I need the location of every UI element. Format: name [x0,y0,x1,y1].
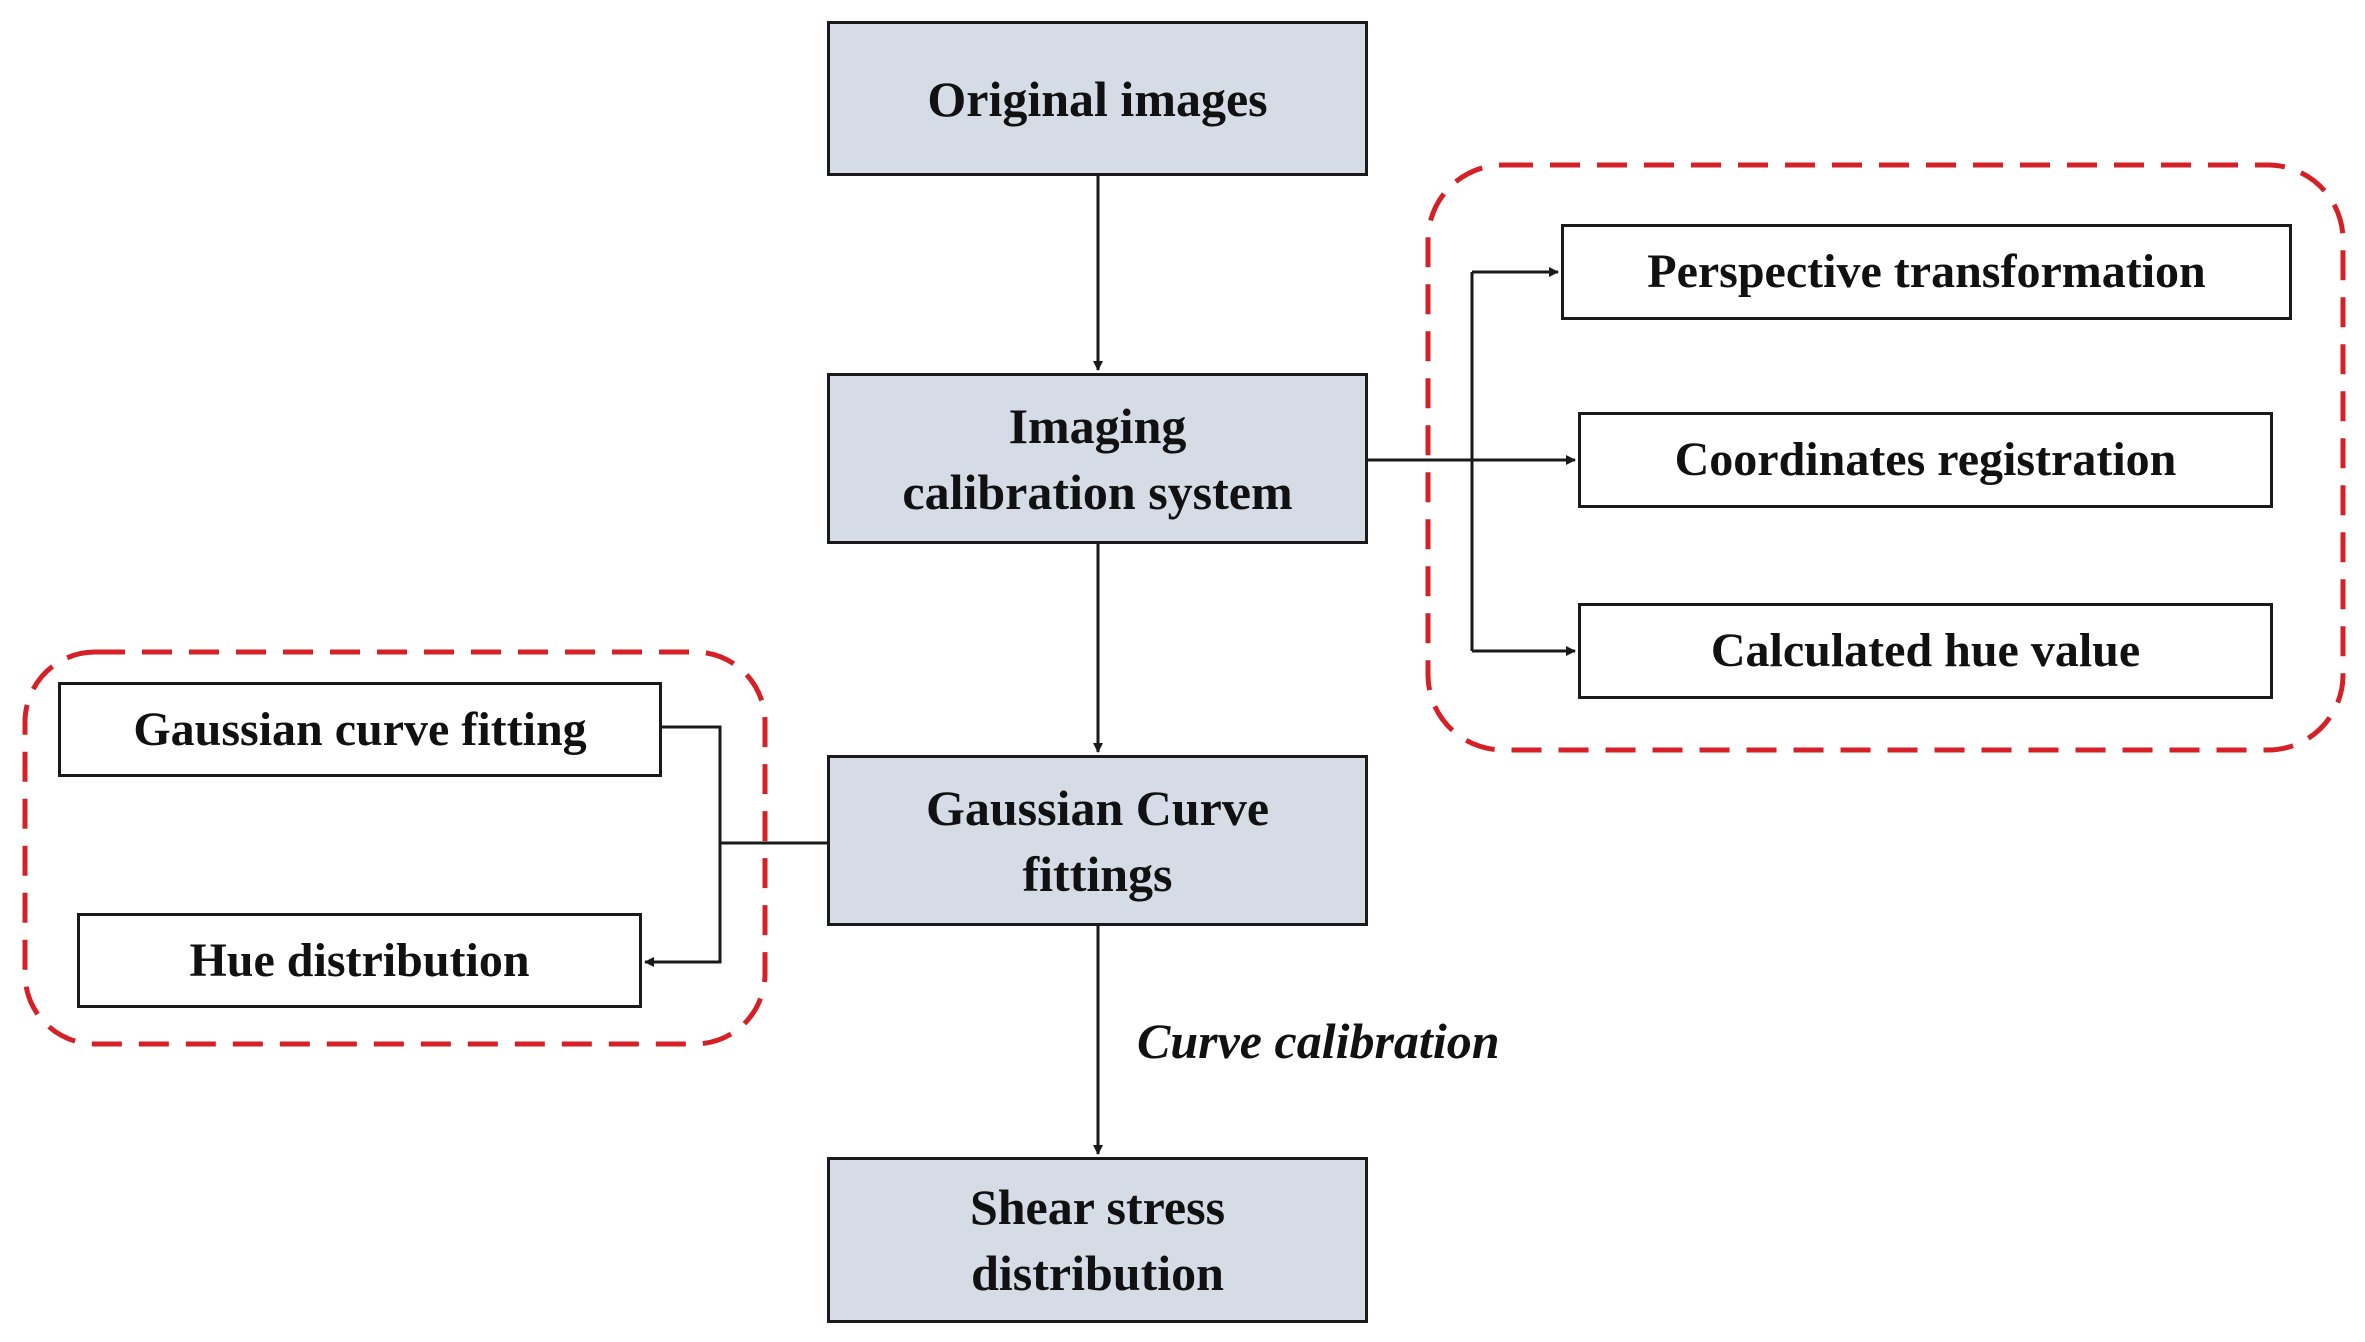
curve-calibration-label: Curve calibration [1137,1013,1500,1069]
calculated-hue-value-label: Calculated hue value [1710,624,2141,678]
left-branch-path [644,725,722,967]
perspective-transformation-box: Perspective transformation [1561,224,2292,320]
imaging-calibration-box: Imaging calibration system [827,373,1368,544]
hue-distribution-label: Hue distribution [189,933,530,987]
hue-distribution-box: Hue distribution [77,913,642,1008]
calculated-hue-value-box: Calculated hue value [1578,603,2273,699]
coordinates-registration-box: Coordinates registration [1578,412,2273,508]
left-group-outline [22,649,768,1047]
gaussian-curve-fittings-label: Gaussian Curve fittings [925,779,1270,902]
shear-stress-box: Shear stress distribution [827,1157,1368,1323]
original-images-box: Original images [827,21,1368,176]
gaussian-curve-fittings-box: Gaussian Curve fittings [827,755,1368,926]
imaging-calibration-label: Imaging calibration system [902,397,1293,520]
coordinates-registration-label: Coordinates registration [1674,433,2177,487]
gaussian-curve-fitting-box: Gaussian curve fitting [58,682,662,777]
perspective-transformation-label: Perspective transformation [1647,245,2206,299]
original-images-label: Original images [927,70,1268,127]
gaussian-curve-fitting-label: Gaussian curve fitting [133,702,587,756]
right-group-outline [1425,162,2346,753]
shear-stress-label: Shear stress distribution [969,1179,1226,1301]
